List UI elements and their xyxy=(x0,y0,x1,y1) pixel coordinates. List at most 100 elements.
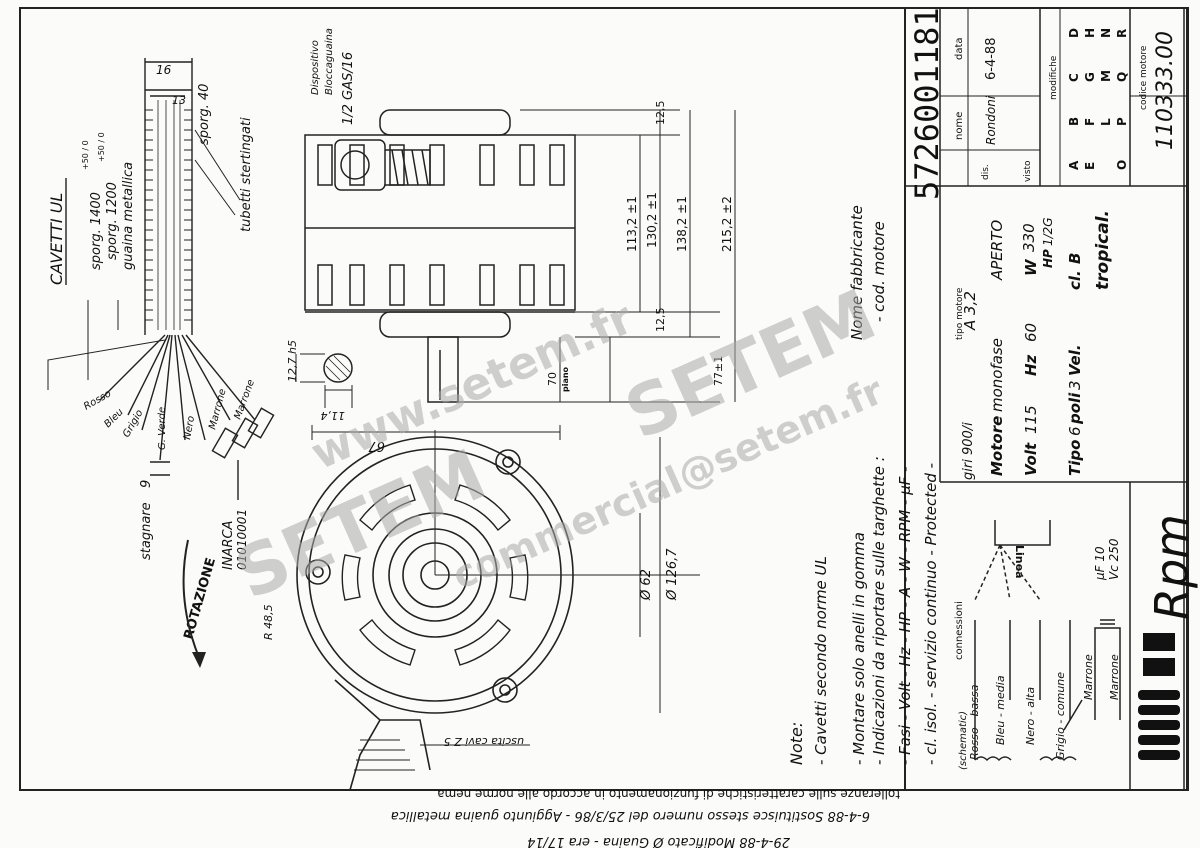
volt-label: Volt xyxy=(1022,442,1040,476)
front-uscita-label: uscita cavi Z 5 xyxy=(444,735,524,748)
front-dim-62: Ø 62 xyxy=(639,569,654,601)
side-cable-gland xyxy=(334,139,431,191)
brand-logo-icon-bar-1 xyxy=(1138,690,1180,700)
cable-sheath-outline xyxy=(144,89,193,335)
inarca-label: INARCA xyxy=(221,521,236,570)
wire-rosso: Rosso xyxy=(82,388,113,412)
front-vent-slot-3 xyxy=(509,554,529,601)
motore-value: monofase xyxy=(988,338,1006,412)
wire-grigio: Grigio xyxy=(121,408,145,439)
side-shaft xyxy=(427,336,459,403)
dim-113-2: 113,2 ±1 xyxy=(625,196,639,252)
rotation-arrow-icon xyxy=(182,539,201,661)
wire-marrone-label-2: Marrone xyxy=(1108,654,1121,700)
gas-label: 1/2 GAS/16 xyxy=(341,52,356,125)
note-line-1: - Cavetti secondo norme UL xyxy=(812,556,830,765)
mod-letter-q: Q xyxy=(1115,72,1129,82)
front-dim-126-7: Ø 126,7 xyxy=(665,548,680,601)
linea-bracket xyxy=(994,520,1051,546)
sporg1: sporg. 1400 xyxy=(89,192,104,270)
front-dim-67: 67 xyxy=(368,438,385,453)
modifiche-label: modifiche xyxy=(1049,55,1059,100)
wire-terminals xyxy=(211,407,275,459)
cable-inner-lines xyxy=(157,100,181,330)
mod-letter-n: N xyxy=(1099,28,1113,38)
side-winding-slot-9 xyxy=(479,144,495,186)
wire-bleu: Bleu xyxy=(102,407,125,430)
modifiche-letters: A B C D E F G H L M N O P Q R xyxy=(1067,28,1129,170)
codice-motore-label: codice motore xyxy=(1139,45,1149,110)
vc-label: Vc 250 xyxy=(1107,538,1121,580)
w-label: W xyxy=(1022,258,1040,276)
drawing-number: 5726001181 xyxy=(908,7,946,200)
side-cable-gland-thread xyxy=(385,149,431,186)
nome-fabbricante: Nome fabbricante xyxy=(848,205,866,340)
mod-letter-p: P xyxy=(1115,117,1129,126)
mod-letter-r: R xyxy=(1115,29,1129,38)
motor-front-view: 67 Ø 62 Ø 126,7 R 48,5 uscita cavi Z 5 xyxy=(262,425,700,791)
side-winding-slot-3 xyxy=(349,144,365,186)
brand-logo-icon-square-1 xyxy=(1143,633,1175,651)
tubetti: tubetti stertingati xyxy=(239,117,254,232)
dis-label: dis. xyxy=(981,164,991,180)
wire-nero: Nero xyxy=(182,415,197,440)
linea-label: Linea xyxy=(1013,545,1026,579)
front-cable-outlet-thread xyxy=(354,739,415,771)
shaft-section-dims xyxy=(295,353,353,408)
revision-notes: tolleranze sulle caratteristiche di funz… xyxy=(391,787,900,848)
front-vent-slot-1 xyxy=(359,484,416,532)
mounting-lug-top xyxy=(495,449,521,475)
tipo-label: Tipo xyxy=(1066,440,1084,476)
title-block-frame xyxy=(904,7,1188,791)
dim-16: 16 xyxy=(156,63,172,77)
front-vent-slot-5 xyxy=(359,618,416,666)
side-winding-slot-2 xyxy=(317,264,333,306)
front-vent-slot-2 xyxy=(454,484,511,532)
side-winding-slot-13 xyxy=(549,144,565,186)
title-block: 5726001181 nome data dis. visto Rondoni … xyxy=(904,7,1188,791)
dim-138-2: 138,2 ±1 xyxy=(675,196,689,252)
note-line-4: - Fasi - Volt - Hz - HP - A - W - RPM - … xyxy=(896,466,914,765)
sporg1-tol: +50 / 0 xyxy=(81,140,90,170)
side-winding-slot-1 xyxy=(317,144,333,186)
wire-bleu-label: Bleu - media xyxy=(994,675,1007,745)
cable-leader-lines xyxy=(47,129,241,390)
side-winding-slot-12 xyxy=(519,264,535,306)
dim-13: 13 xyxy=(172,94,186,107)
nome-label: nome xyxy=(954,112,965,140)
brand-block: Rpm xyxy=(1138,514,1199,760)
vel-label: Vel. xyxy=(1066,344,1084,376)
dispositivo-label: Dispositivo xyxy=(310,40,321,95)
mod-letter-m: M xyxy=(1099,70,1113,82)
mod-letter-f: F xyxy=(1083,118,1097,126)
brand-logo-icon-bar-4 xyxy=(1138,735,1180,745)
front-vent-slot-6 xyxy=(341,554,361,601)
tolerance-note: tolleranze sulle caratteristiche di funz… xyxy=(437,787,900,801)
w-value: 330 xyxy=(1020,223,1038,252)
side-top-ring xyxy=(379,109,511,136)
watermark: www.setem.fr SETEM SETEM commercial@sete… xyxy=(224,273,890,615)
wire-nero-label: Nero - alta xyxy=(1024,687,1037,745)
mod-letter-d: D xyxy=(1067,28,1081,38)
mounting-lug-top-hole xyxy=(502,456,514,468)
wire-schematic-lines xyxy=(974,620,1121,760)
mod-letter-o: O xyxy=(1115,160,1129,170)
notes-heading: Note: xyxy=(787,722,806,765)
cl-value: B xyxy=(1066,253,1084,264)
mod-letter-g: G xyxy=(1083,72,1097,82)
tipo-number: 6 xyxy=(1066,426,1084,436)
hz-value: 60 xyxy=(1022,323,1040,342)
side-winding-slot-8 xyxy=(429,264,445,306)
winding-coils xyxy=(974,699,1083,762)
cod-motore: - cod. motore xyxy=(870,221,888,322)
revision-line-1: 6-4-88 Sostituisce stesso numero del 25/… xyxy=(391,808,870,823)
wire-marrone-1: Marrone xyxy=(207,388,228,431)
rotation-arrowhead-icon xyxy=(192,652,206,668)
mod-letter-a: A xyxy=(1067,160,1081,170)
front-vent-slots xyxy=(341,484,529,666)
mounting-lug-left xyxy=(305,559,331,585)
notes-block: Note: - Cavetti secondo norme UL - Monta… xyxy=(787,205,940,765)
mod-letter-b: B xyxy=(1067,117,1081,126)
stagnare-dim xyxy=(150,461,170,476)
side-winding-slots xyxy=(317,144,565,306)
